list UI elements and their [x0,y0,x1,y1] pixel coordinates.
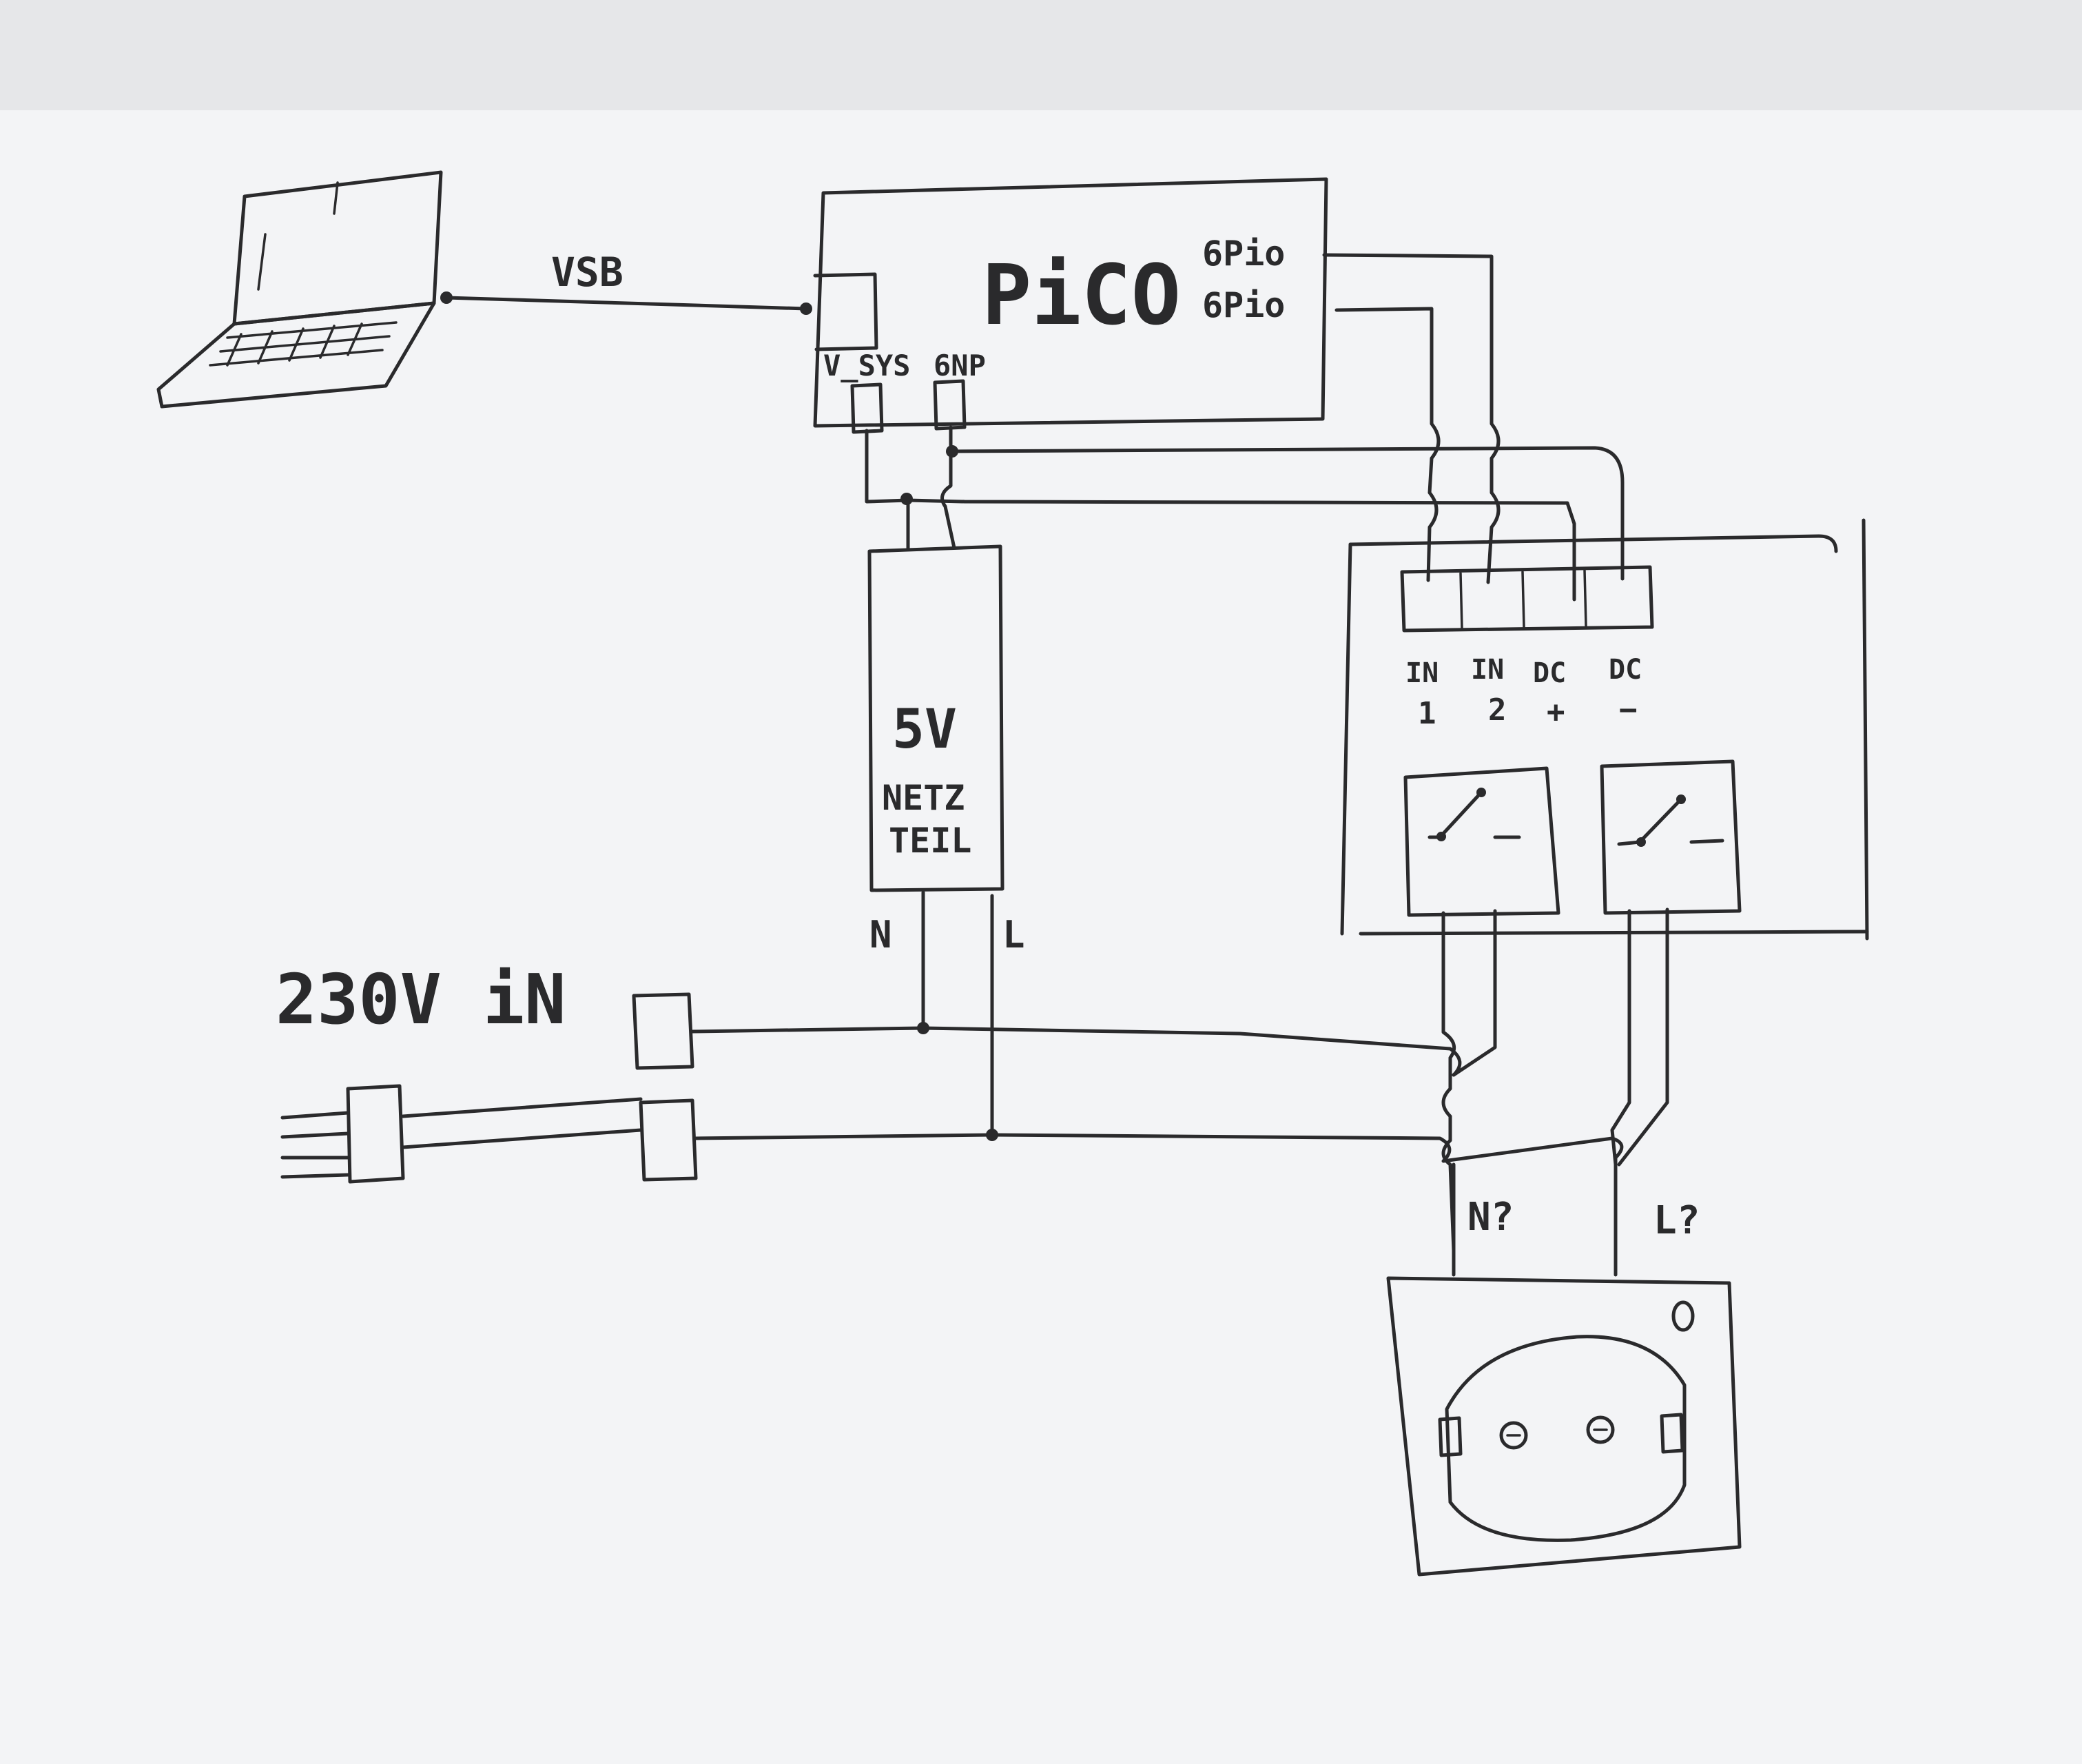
gpio-label-1: 6Pio [1202,234,1285,274]
relay-dcp-top: DC [1533,657,1566,689]
wall-socket-icon [1386,1276,1742,1577]
usb-junction-pico [800,302,812,315]
relay2-out-b [1617,907,1669,1167]
socket-l-label: L? [1653,1198,1700,1243]
psu-l-label: L [1002,913,1025,956]
terminal-l [639,1098,698,1182]
relay-in1-top: IN [1405,657,1439,689]
gpio-label-2: 6Pio [1202,285,1285,325]
pico-board: PiCO 6Pio 6Pio V_SYS 6NP [813,177,1328,434]
mains-plug-icon [280,1084,643,1184]
socket-n-label: N? [1467,1195,1514,1240]
relay1-out-a [1441,911,1456,1253]
relay-switch-1 [1403,766,1560,917]
dc-minus-wire [950,446,1625,581]
vsys-pin [850,382,884,434]
relay-terminal-block [1400,565,1654,633]
gpio-wire-2 [1334,307,1441,582]
usb-cable [444,296,808,311]
pico-label: PiCO [982,248,1181,344]
usb-label: VSB [551,249,623,296]
usb-junction-laptop [440,291,453,304]
neutral-bus-junction [917,1022,929,1034]
line-bus-junction [986,1129,998,1141]
psu-n-label: N [869,913,892,956]
relay-in2-top: IN [1471,654,1504,686]
gnd-wire [940,425,956,550]
line-bus [694,1133,1624,1163]
relay-in1-bot: 1 [1418,696,1436,731]
relay-dcm-top: DC [1609,654,1642,686]
psu-label-line2: TEIL [889,821,971,861]
relay1-out-b [1452,909,1497,1077]
laptop-icon [156,170,443,409]
relay-dcp-bot: + [1547,695,1565,730]
terminal-n [632,992,694,1070]
dc-plus-wire [906,498,1576,602]
gnd-label: 6NP [934,349,986,382]
paper-sheet [0,110,2082,1764]
mains-in-label: 230V iN [276,959,566,1040]
psu-label-line1: NETZ [882,778,965,818]
vsys-wire [865,429,910,550]
psu-box: 5V NETZ TEIL [867,544,1004,892]
gpio-wire-1 [1322,253,1501,584]
vsys-label: V_SYS [823,349,910,382]
relay2-out-a [1610,909,1631,1167]
gnd-pin [933,379,967,431]
relay-switch-2 [1600,759,1742,915]
psu-voltage-label: 5V [892,699,957,761]
relay-dcm-bot: − [1619,693,1638,728]
relay-in2-bot: 2 [1488,693,1507,728]
